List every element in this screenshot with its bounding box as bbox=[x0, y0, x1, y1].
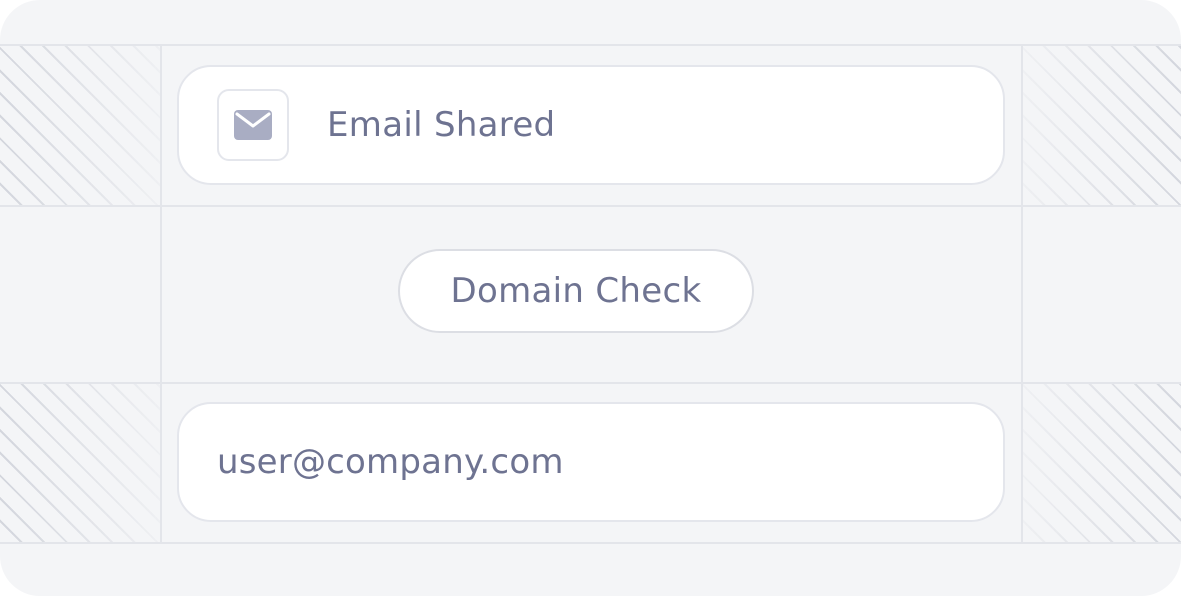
hatch-bottom-left bbox=[0, 384, 160, 542]
email-address-card[interactable]: user@company.com bbox=[177, 402, 1005, 522]
mail-icon-box bbox=[217, 89, 289, 161]
domain-check-button[interactable]: Domain Check bbox=[398, 249, 754, 333]
domain-check-label: Domain Check bbox=[450, 271, 702, 311]
grid-line-right bbox=[1021, 44, 1023, 544]
grid-line-upper-middle bbox=[0, 205, 1181, 207]
email-shared-card[interactable]: Email Shared bbox=[177, 65, 1005, 185]
grid-line-lower-middle bbox=[0, 382, 1181, 384]
hatch-top-right bbox=[1023, 46, 1181, 205]
email-shared-label: Email Shared bbox=[327, 105, 556, 145]
grid-line-top bbox=[0, 44, 1181, 46]
hatch-top-left bbox=[0, 46, 160, 205]
grid-line-left bbox=[160, 44, 162, 544]
email-address-value: user@company.com bbox=[217, 442, 564, 482]
mail-icon bbox=[234, 110, 272, 140]
grid-line-bottom bbox=[0, 542, 1181, 544]
hatch-bottom-right bbox=[1023, 384, 1181, 542]
